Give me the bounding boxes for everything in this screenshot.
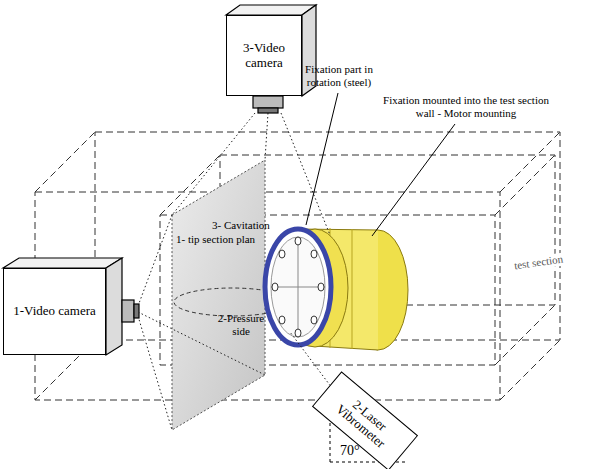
- node-text: 2-Laser Vibrometer: [321, 381, 408, 461]
- test-section-outline: [35, 132, 560, 400]
- node-text: 3-Video camera: [231, 41, 297, 70]
- video-camera: 1-Video camera: [3, 268, 106, 355]
- video-camera: 3-Video camera: [226, 15, 302, 96]
- tip-section-plane: [172, 160, 265, 430]
- section-label: test section: [511, 252, 565, 272]
- camera-body: [226, 5, 316, 113]
- node-text: 1-Video camera: [13, 304, 96, 318]
- angle-label: 70°: [340, 443, 360, 459]
- camera-body: [3, 258, 139, 355]
- part-label: 1- tip section plan: [176, 233, 255, 246]
- laser-vibrometer: 2-Laser Vibrometer: [312, 371, 418, 469]
- callout-label: Fixation mounted into the test section w…: [380, 94, 552, 119]
- callout-label: Fixation part in rotation (steel): [298, 63, 380, 88]
- view-lines: [138, 113, 335, 430]
- rotating-disk: [265, 229, 331, 345]
- part-label: 2-Pressure side: [212, 312, 270, 337]
- part-label: 3- Cavitation: [212, 219, 270, 232]
